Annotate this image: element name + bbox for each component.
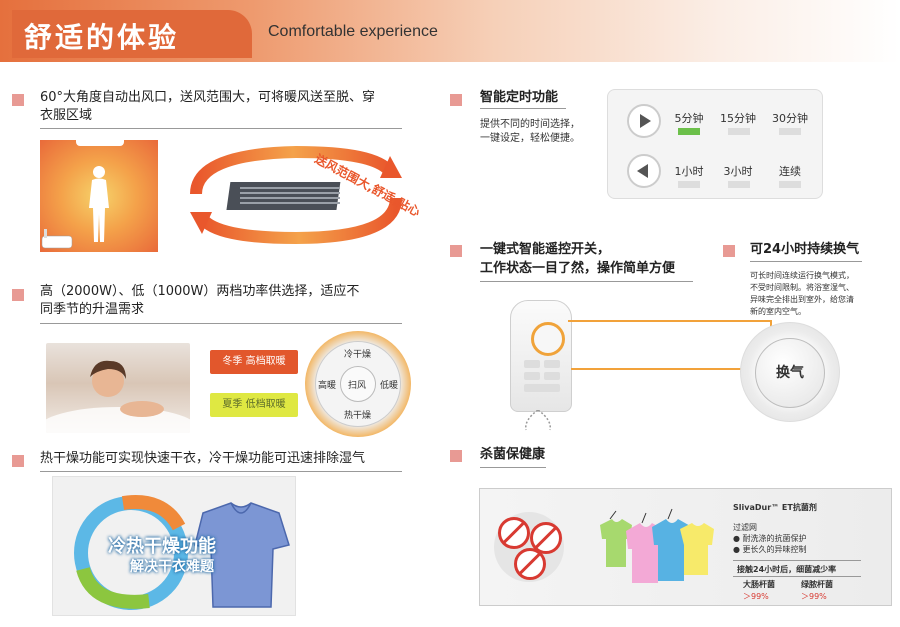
timer-title: 智能定时功能	[480, 90, 559, 105]
vent-button[interactable]	[755, 338, 825, 408]
divider	[733, 560, 861, 561]
dial-cold-dry-button[interactable]: 冷干燥	[344, 350, 372, 360]
antibac-bullet1: ● 耐洗涤的抗菌保护	[733, 534, 807, 543]
timer-back-button[interactable]	[627, 154, 661, 188]
timer-option-continuous[interactable]: 连续	[779, 165, 801, 178]
page-subtitle: Comfortable experience	[268, 23, 438, 40]
dial-low-heat-button[interactable]: 低暖	[380, 381, 399, 391]
timer-indicator-5min	[678, 128, 700, 135]
bullet-square	[450, 245, 462, 257]
remote-buttons-icon	[524, 360, 560, 392]
divider	[40, 128, 402, 129]
table-col1-value: ＞99%	[743, 592, 769, 601]
antibac-title: 杀菌保健康	[480, 447, 546, 462]
timer-option-5min[interactable]: 5分钟	[674, 112, 704, 125]
timer-desc-line1: 提供不同的时间选择，	[480, 119, 580, 130]
dry-text: 热干燥功能可实现快速干衣，冷干燥功能可迅速排除湿气	[40, 451, 366, 466]
timer-option-30min[interactable]: 30分钟	[772, 112, 808, 125]
clothes-icon	[600, 508, 714, 583]
table-col2-value: ＞99%	[801, 592, 827, 601]
bathtub-icon	[41, 229, 73, 249]
airflow-arc-graphic	[176, 142, 416, 246]
page-title: 舒适的体验	[24, 21, 180, 54]
winter-mode-badge: 冬季 高档取暖	[210, 350, 298, 374]
bullet-square	[12, 289, 24, 301]
divider	[40, 323, 402, 324]
remote-title-line2: 工作状态一目了然，操作简单方便	[480, 261, 676, 276]
airflow-text-line1: 60°大角度自动出风口，送风范围大，可将暖风送至脱、穿	[40, 90, 376, 105]
timer-forward-button[interactable]	[627, 104, 661, 138]
timer-indicator-1h	[678, 181, 700, 188]
play-right-icon	[640, 114, 651, 128]
timer-option-15min[interactable]: 15分钟	[720, 112, 756, 125]
table-title: 接触24小时后，细菌减少率	[737, 565, 837, 574]
power-text-line1: 高（2000W）、低（1000W）两档功率供选择，适应不	[40, 284, 360, 299]
person-silhouette-icon	[89, 166, 109, 242]
timer-desc-line2: 一键设定，轻松便捷。	[480, 133, 580, 144]
power-text-line2: 同季节的升温需求	[40, 302, 145, 317]
bullet-square	[450, 94, 462, 106]
bathroom-illustration	[40, 140, 158, 252]
timer-option-3h[interactable]: 3小时	[723, 165, 753, 178]
bullet-square	[12, 455, 24, 467]
header-title-block: 舒适的体验	[12, 10, 252, 58]
remote-chain-icon	[525, 410, 551, 431]
heater-icon	[76, 140, 124, 146]
bullet-square	[450, 450, 462, 462]
drying-illustration	[52, 476, 296, 616]
table-col1-head: 大肠杆菌	[743, 580, 775, 589]
remote-dial[interactable]	[531, 322, 565, 356]
vent-desc-line4: 新的室内空气。	[750, 307, 806, 316]
timer-option-1h[interactable]: 1小时	[674, 165, 704, 178]
dial-hot-dry-button[interactable]: 热干燥	[344, 411, 372, 421]
remote-control	[510, 300, 572, 412]
filter-title: 过滤网	[733, 523, 757, 532]
vent-button-label: 换气	[776, 365, 804, 381]
connector-line	[571, 368, 757, 370]
divider	[750, 261, 862, 262]
bullet-square	[723, 245, 735, 257]
divider	[40, 471, 402, 472]
woman-bath-photo	[46, 343, 190, 433]
dry-overlay-line1: 冷热干燥功能	[108, 536, 216, 557]
dry-overlay-line2: 解决干衣难题	[130, 559, 214, 575]
vent-desc-line1: 可长时间连续运行换气模式，	[750, 271, 854, 280]
timer-indicator-3h	[728, 181, 750, 188]
vent-title: 可24小时持续换气	[750, 242, 860, 257]
table-col2-head: 绿脓杆菌	[801, 580, 833, 589]
antibac-brand: SlivaDur™ ET抗菌剂	[733, 503, 817, 512]
summer-mode-badge: 夏季 低档取暖	[210, 393, 298, 417]
airflow-text-line2: 衣服区域	[40, 108, 93, 123]
vent-desc-line2: 不受时间限制。将浴室湿气、	[750, 283, 854, 292]
vent-desc-line3: 异味完全排出到室外，给您清	[750, 295, 854, 304]
timer-indicator-30min	[779, 128, 801, 135]
control-dial	[315, 341, 401, 427]
timer-indicator-15min	[728, 128, 750, 135]
divider	[480, 281, 693, 282]
dial-high-heat-button[interactable]: 高暖	[318, 381, 337, 391]
divider	[480, 467, 546, 468]
play-left-icon	[637, 164, 648, 178]
antibac-bullet2: ● 更长久的异味控制	[733, 545, 807, 554]
timer-indicator-continuous	[779, 181, 801, 188]
divider	[480, 108, 566, 109]
dial-center-button[interactable]	[340, 366, 376, 402]
bullet-square	[12, 94, 24, 106]
divider	[733, 576, 861, 577]
remote-title-line1: 一键式智能遥控开关，	[480, 242, 611, 257]
connector-line	[568, 320, 771, 322]
dial-swing-label: 扫风	[348, 381, 367, 391]
